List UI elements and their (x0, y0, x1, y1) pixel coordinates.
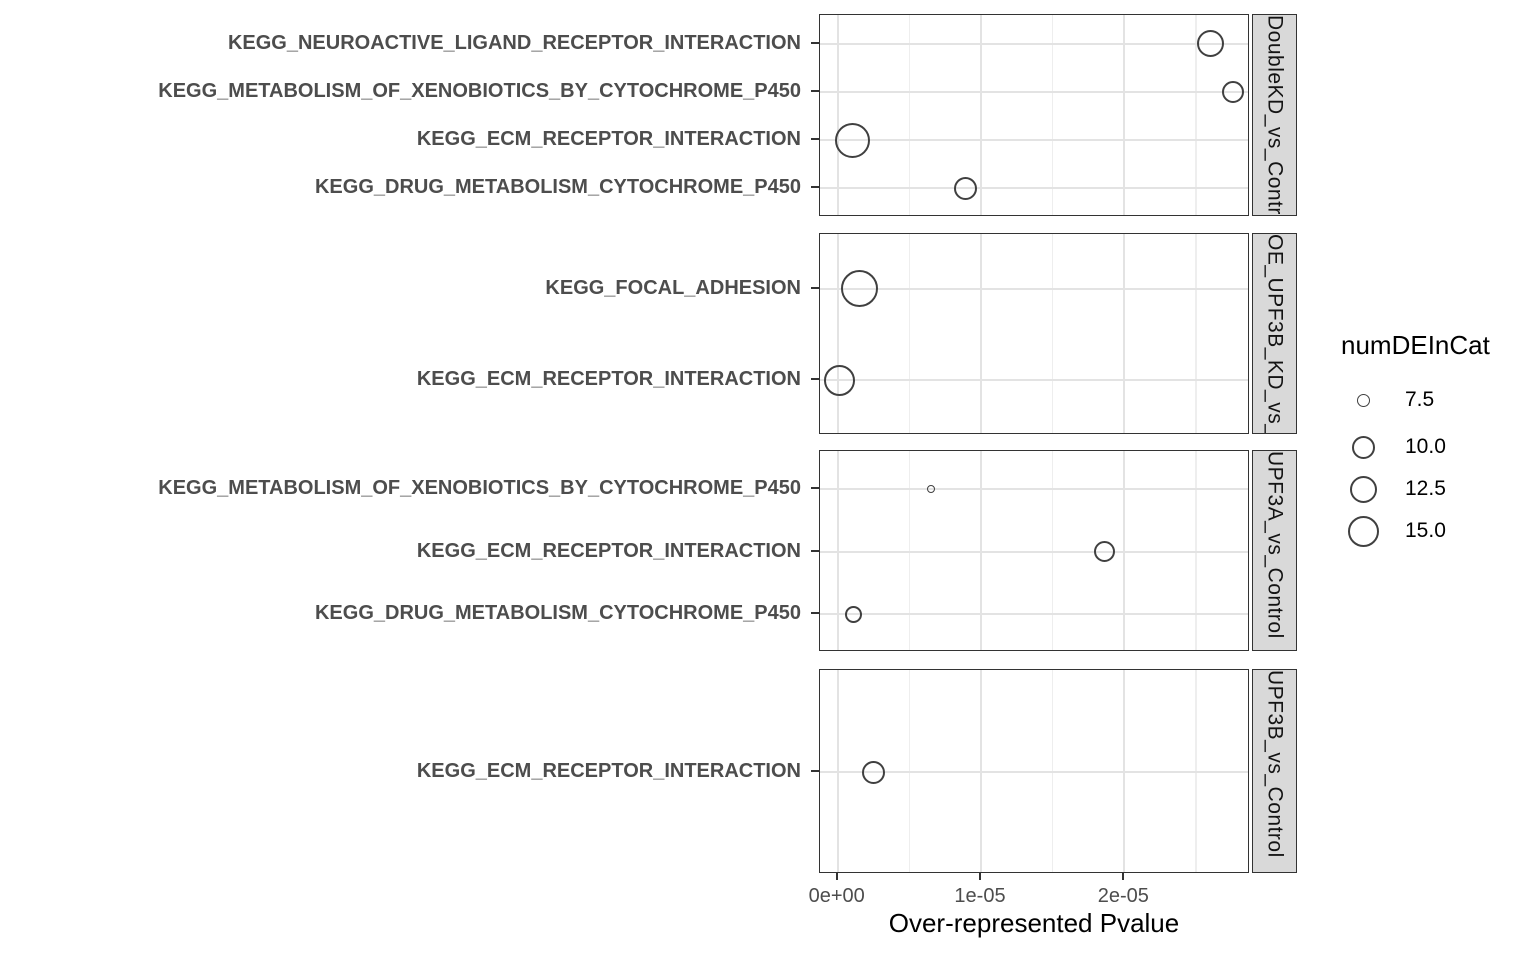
gridline-vertical-major (980, 234, 982, 433)
legend-key-circle (1347, 515, 1379, 547)
gridline-vertical-major (1123, 15, 1126, 215)
facet-panel (819, 669, 1249, 873)
data-point (840, 270, 878, 308)
facet-strip-label: UPF3B_vs_Control (1263, 670, 1287, 858)
data-point (1093, 541, 1115, 562)
y-axis-tick (811, 612, 819, 615)
y-axis-tick (811, 549, 819, 552)
gridline-vertical-major (836, 234, 839, 433)
gridline-horizontal-major (820, 139, 1248, 142)
facet-panel (819, 233, 1249, 434)
gridline-horizontal-major (820, 550, 1248, 553)
facet-strip: UPF3A_vs_Control (1252, 450, 1297, 651)
gridline-vertical-minor (1051, 15, 1054, 215)
facet-strip: OE_UPF3B_KD_vs_Control (1252, 233, 1297, 434)
y-axis-label: KEGG_DRUG_METABOLISM_CYTOCHROME_P450 (314, 176, 801, 199)
gridline-vertical-major (980, 15, 982, 215)
x-axis-tick-label: 2e-05 (1097, 885, 1149, 907)
data-point (844, 605, 862, 623)
x-axis-tick (1122, 873, 1125, 880)
data-point (926, 484, 935, 493)
y-axis-tick (811, 378, 819, 381)
y-axis-label: KEGG_ECM_RECEPTOR_INTERACTION (416, 128, 801, 151)
x-axis-tick-label: 0e+00 (808, 885, 865, 907)
legend-key-label: 10.0 (1405, 435, 1446, 458)
y-axis-label: KEGG_FOCAL_ADHESION (545, 276, 801, 299)
gridline-horizontal-major (820, 771, 1248, 773)
data-point (862, 760, 886, 784)
gridline-vertical-major (1123, 234, 1126, 433)
y-axis-label: KEGG_DRUG_METABOLISM_CYTOCHROME_P450 (314, 602, 801, 625)
gridline-horizontal-major (820, 90, 1248, 93)
gridline-vertical-minor (908, 234, 911, 433)
gridline-vertical-minor (1195, 234, 1197, 433)
gridline-horizontal-major (820, 187, 1248, 190)
legend-key-label: 15.0 (1405, 519, 1446, 542)
x-axis-tick-label: 1e-05 (954, 885, 1006, 907)
x-axis-title: Over-represented Pvalue (888, 908, 1180, 938)
x-axis-tick (979, 873, 981, 880)
legend-key-label: 7.5 (1405, 388, 1435, 411)
gridline-horizontal-major (820, 613, 1248, 616)
data-point (1196, 30, 1224, 58)
y-axis-label: KEGG_METABOLISM_OF_XENOBIOTICS_BY_CYTOCH… (158, 79, 801, 102)
facet-strip-label: UPF3A_vs_Control (1263, 451, 1287, 639)
facet-strip-label: OE_UPF3B_KD_vs_Control (1263, 234, 1287, 434)
data-point (823, 364, 855, 396)
y-axis-tick (811, 138, 819, 141)
gridline-horizontal-major (820, 287, 1248, 290)
y-axis-label: KEGG_ECM_RECEPTOR_INTERACTION (416, 539, 801, 562)
y-axis-label: KEGG_METABOLISM_OF_XENOBIOTICS_BY_CYTOCH… (158, 476, 801, 499)
gridline-horizontal-major (820, 42, 1248, 45)
y-axis-tick (811, 286, 819, 289)
y-axis-tick (811, 186, 819, 189)
y-axis-tick (811, 89, 819, 92)
gridline-horizontal-major (820, 487, 1248, 490)
gridline-vertical-minor (1195, 15, 1197, 215)
gridline-vertical-minor (908, 15, 911, 215)
x-axis-tick (835, 873, 838, 880)
data-point (834, 122, 870, 158)
legend-key-circle (1356, 393, 1370, 407)
data-point (1222, 80, 1245, 103)
gridline-vertical-minor (1051, 234, 1054, 433)
gridline-horizontal-major (820, 379, 1248, 382)
facet-strip-label: DoubleKD_vs_Control (1263, 15, 1287, 216)
facet-panel (819, 14, 1249, 216)
y-axis-label: KEGG_NEUROACTIVE_LIGAND_RECEPTOR_INTERAC… (227, 31, 801, 54)
legend-key-circle (1351, 435, 1375, 459)
y-axis-tick (811, 41, 819, 44)
facet-panel (819, 450, 1249, 651)
facet-strip: UPF3B_vs_Control (1252, 669, 1297, 873)
gridline-vertical-major (836, 15, 839, 215)
y-axis-label: KEGG_ECM_RECEPTOR_INTERACTION (416, 368, 801, 391)
facet-strip: DoubleKD_vs_Control (1252, 14, 1297, 216)
legend-key-label: 12.5 (1405, 477, 1446, 500)
legend-key-circle (1349, 475, 1377, 503)
legend-title: numDEInCat (1341, 330, 1490, 360)
y-axis-tick (811, 770, 819, 772)
data-point (953, 176, 977, 200)
y-axis-label: KEGG_ECM_RECEPTOR_INTERACTION (416, 760, 801, 782)
y-axis-tick (811, 486, 819, 489)
